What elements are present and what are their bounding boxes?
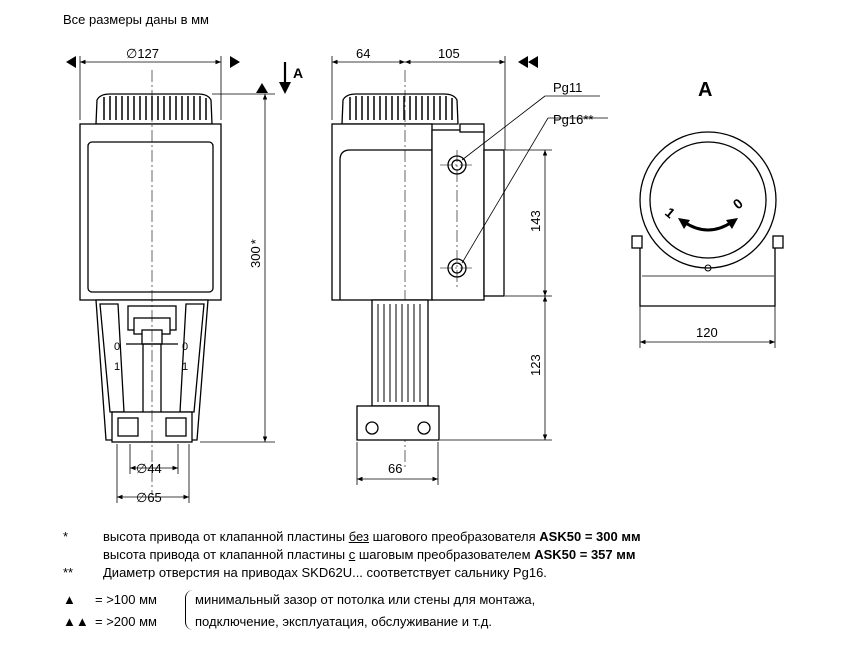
scale-1-label: 1 bbox=[114, 361, 120, 373]
note-row-3: ** Диаметр отверстия на приводах SKD62U..… bbox=[63, 565, 547, 580]
label-diam-127: ∅127 bbox=[126, 46, 159, 61]
label-123: 123 bbox=[528, 354, 543, 376]
scale-1-label-right: 1 bbox=[182, 361, 188, 373]
outer-arrow-right bbox=[230, 56, 240, 68]
leader-pg11 bbox=[461, 95, 546, 161]
label-66: 66 bbox=[388, 461, 402, 476]
view-a: A 1 0 120 bbox=[631, 79, 784, 348]
legend-value: = >200 мм bbox=[95, 614, 157, 629]
note-text: шаговым преобразователем bbox=[355, 547, 535, 562]
note-text: высота привода от клапанной пластины bbox=[103, 547, 349, 562]
note-underlined: без bbox=[348, 529, 369, 544]
legend-value: = >100 мм bbox=[95, 592, 157, 607]
side-cap-ribs bbox=[349, 96, 453, 120]
cap-ribs bbox=[103, 96, 207, 120]
note-row-2: высота привода от клапанной пластины с ш… bbox=[63, 547, 635, 562]
front-view: ∅127 0 1 0 1 bbox=[66, 46, 303, 505]
rotation-arrow bbox=[683, 220, 733, 232]
label-pg16: Pg16** bbox=[553, 112, 593, 127]
clearance-triangle bbox=[256, 83, 268, 93]
note-row-1: * высота привода от клапанной пластины бе… bbox=[63, 529, 641, 544]
note-mark: ** bbox=[63, 565, 74, 580]
note-bold: ASK50 = 300 мм bbox=[539, 529, 641, 544]
note-mark: * bbox=[63, 529, 69, 544]
note-text: Диаметр отверстия на приводах SKD62U... … bbox=[103, 565, 547, 580]
legend-brace bbox=[185, 590, 196, 630]
legend-row-1: ▲ = >100 мм минимальный зазор от потолка и… bbox=[63, 592, 535, 607]
note-underlined: с bbox=[348, 547, 356, 562]
scale-0-label-right: 0 bbox=[182, 341, 188, 353]
label-105: 105 bbox=[438, 46, 460, 61]
side-neck-fins bbox=[377, 304, 421, 402]
outer-arrow-side-right bbox=[518, 56, 528, 68]
view-a-knob-face bbox=[649, 141, 767, 259]
note-text: высота привода от клапанной пластины bbox=[103, 529, 349, 544]
view-a-title: A bbox=[698, 79, 712, 101]
note-text: шагового преобразователя bbox=[368, 529, 540, 544]
label-diam-44: ∅44 bbox=[136, 461, 162, 476]
page-title: Все размеры даны в мм bbox=[63, 12, 209, 27]
label-diam-65: ∅65 bbox=[136, 490, 162, 505]
view-arrow-a-label: A bbox=[293, 65, 303, 81]
side-neck bbox=[371, 299, 429, 407]
legend-text: минимальный зазор от потолка или стены д… bbox=[195, 592, 536, 607]
scale-0-label: 0 bbox=[114, 341, 120, 353]
front-knob-cap bbox=[95, 93, 213, 125]
label-120: 120 bbox=[696, 325, 718, 340]
legend-row-2: ▲▲ = >200 мм подключение, эксплуатация, об… bbox=[63, 614, 492, 629]
front-panel bbox=[87, 141, 214, 293]
label-pg11: Pg11 bbox=[553, 80, 582, 95]
side-knob-cap bbox=[341, 93, 459, 125]
leader-pg16 bbox=[461, 117, 549, 264]
label-143: 143 bbox=[528, 210, 543, 232]
outer-arrow-left bbox=[66, 56, 76, 68]
side-cable-entry-panel bbox=[483, 149, 505, 297]
side-housing bbox=[331, 123, 433, 301]
label-300: 300* bbox=[248, 239, 263, 268]
triangle-icon: ▲ bbox=[63, 592, 76, 607]
note-bold: ASK50 = 357 мм bbox=[534, 547, 636, 562]
side-view: 64 105 Pg11 Pg16** bbox=[331, 46, 608, 485]
double-triangle-icon: ▲▲ bbox=[63, 614, 89, 629]
front-housing bbox=[79, 123, 222, 301]
label-64: 64 bbox=[356, 46, 370, 61]
legend-text: подключение, эксплуатация, обслуживание … bbox=[195, 614, 492, 629]
